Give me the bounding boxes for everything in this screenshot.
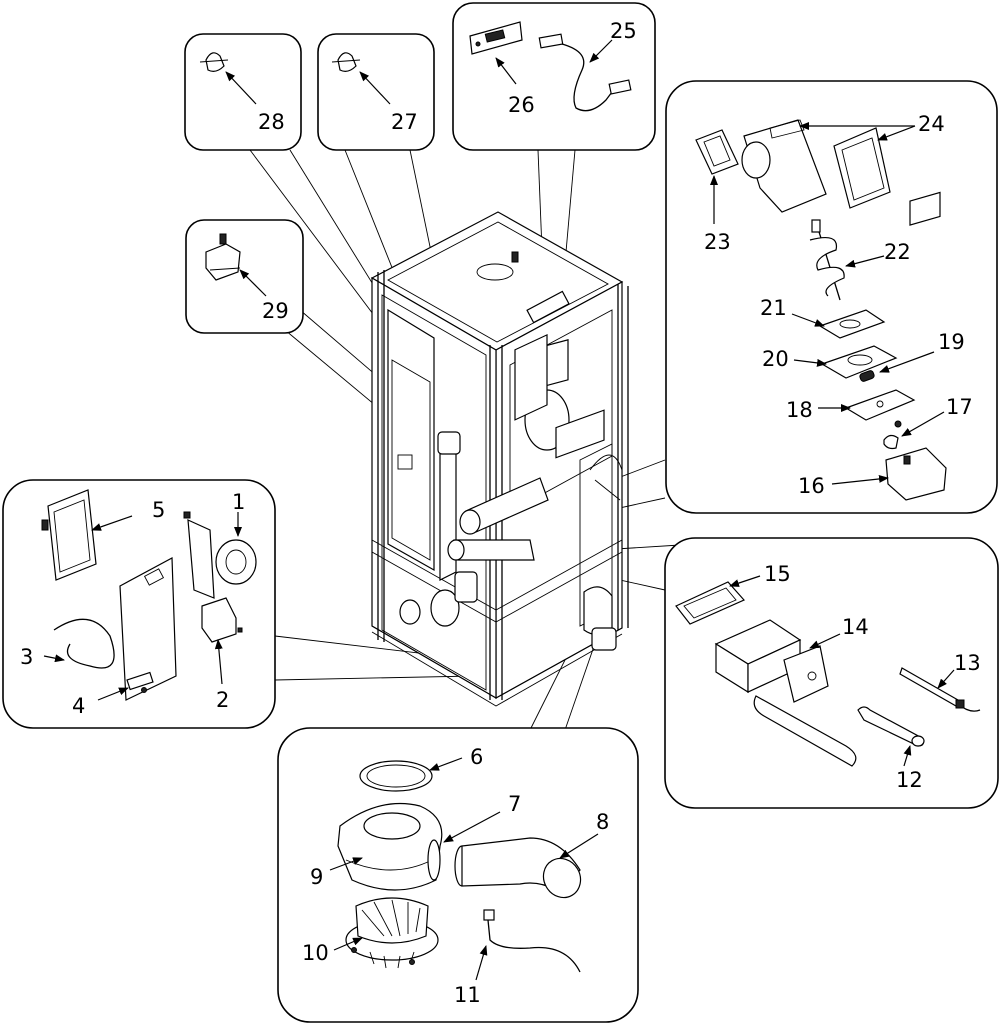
callout-box-12-15: 15 14 13 12 [664, 537, 999, 809]
gasket-part-7 [427, 839, 441, 881]
part-label-15: 15 [764, 562, 791, 586]
bushing-part-19 [859, 370, 875, 382]
auger-part-22 [809, 219, 845, 301]
gearmotor-part-16 [885, 191, 947, 501]
gasket-ring-part-6 [359, 760, 433, 792]
fan-motor-part-10 [345, 897, 439, 969]
part-label-3: 3 [20, 645, 33, 669]
cartridge-part-12 [857, 706, 925, 747]
part-label-2: 2 [216, 688, 229, 712]
part-label-1: 1 [232, 490, 245, 514]
part-label-16: 16 [798, 474, 825, 498]
plate-part-21 [818, 309, 886, 339]
control-panel-part-26 [469, 21, 523, 55]
gasket-part-23 [695, 129, 739, 175]
part-label-27: 27 [391, 110, 418, 134]
part-label-5: 5 [152, 498, 165, 522]
callout-box-27: 27 [317, 33, 435, 151]
igniter-part-13 [899, 667, 981, 712]
stove-body [370, 211, 629, 707]
part-label-11: 11 [454, 983, 481, 1007]
socket-part-2 [201, 597, 243, 643]
part-label-17: 17 [946, 395, 973, 419]
part-label-29: 29 [262, 299, 289, 323]
part-label-24: 24 [918, 112, 945, 136]
callout-box-25-26: 26 25 [452, 2, 656, 151]
chute-part-24 [741, 119, 891, 213]
part-label-6: 6 [470, 745, 483, 769]
part-label-23: 23 [704, 230, 731, 254]
switch-part-17 [883, 420, 902, 450]
clip-part-28 [199, 52, 229, 72]
clip-part-27 [331, 52, 361, 72]
callout-box-6-11: 6 9 7 8 10 [277, 727, 639, 1023]
part-label-26: 26 [508, 93, 535, 117]
part-label-25: 25 [610, 19, 637, 43]
part-label-28: 28 [258, 110, 285, 134]
gasket-part-15 [675, 581, 745, 625]
part-label-7: 7 [508, 792, 521, 816]
callout-box-29: 29 [185, 219, 304, 334]
callout-box-28: 28 [184, 33, 302, 151]
part-label-21: 21 [760, 296, 787, 320]
part-label-22: 22 [884, 240, 911, 264]
part-label-10: 10 [302, 941, 329, 965]
fan-housing-part-9 [337, 802, 443, 891]
sensor-part-11 [483, 909, 581, 973]
plate-part-18 [844, 389, 916, 421]
part-label-19: 19 [938, 330, 965, 354]
part-label-13: 13 [954, 651, 981, 675]
burner-pot-part-14 [714, 619, 857, 767]
part-label-18: 18 [786, 398, 813, 422]
part-label-9: 9 [310, 865, 323, 889]
wire-harness-part-25 [538, 33, 632, 112]
terminal-part-4 [126, 671, 154, 693]
thermostat-part-29 [205, 233, 241, 281]
part-label-20: 20 [762, 347, 789, 371]
callout-box-1-5: 5 1 2 3 4 [2, 479, 276, 729]
mounting-plate [119, 557, 177, 701]
part-label-12: 12 [896, 768, 923, 792]
part-label-4: 4 [72, 694, 85, 718]
part-label-14: 14 [842, 615, 869, 639]
duct-part-8 [454, 837, 582, 899]
callout-box-16-24: 23 24 22 21 20 [665, 80, 998, 514]
part-label-8: 8 [596, 810, 609, 834]
board-part-5 [41, 489, 97, 581]
plate-part-20 [820, 345, 898, 379]
cable-part-3 [53, 618, 115, 669]
pressure-switch-part-1 [183, 511, 257, 599]
